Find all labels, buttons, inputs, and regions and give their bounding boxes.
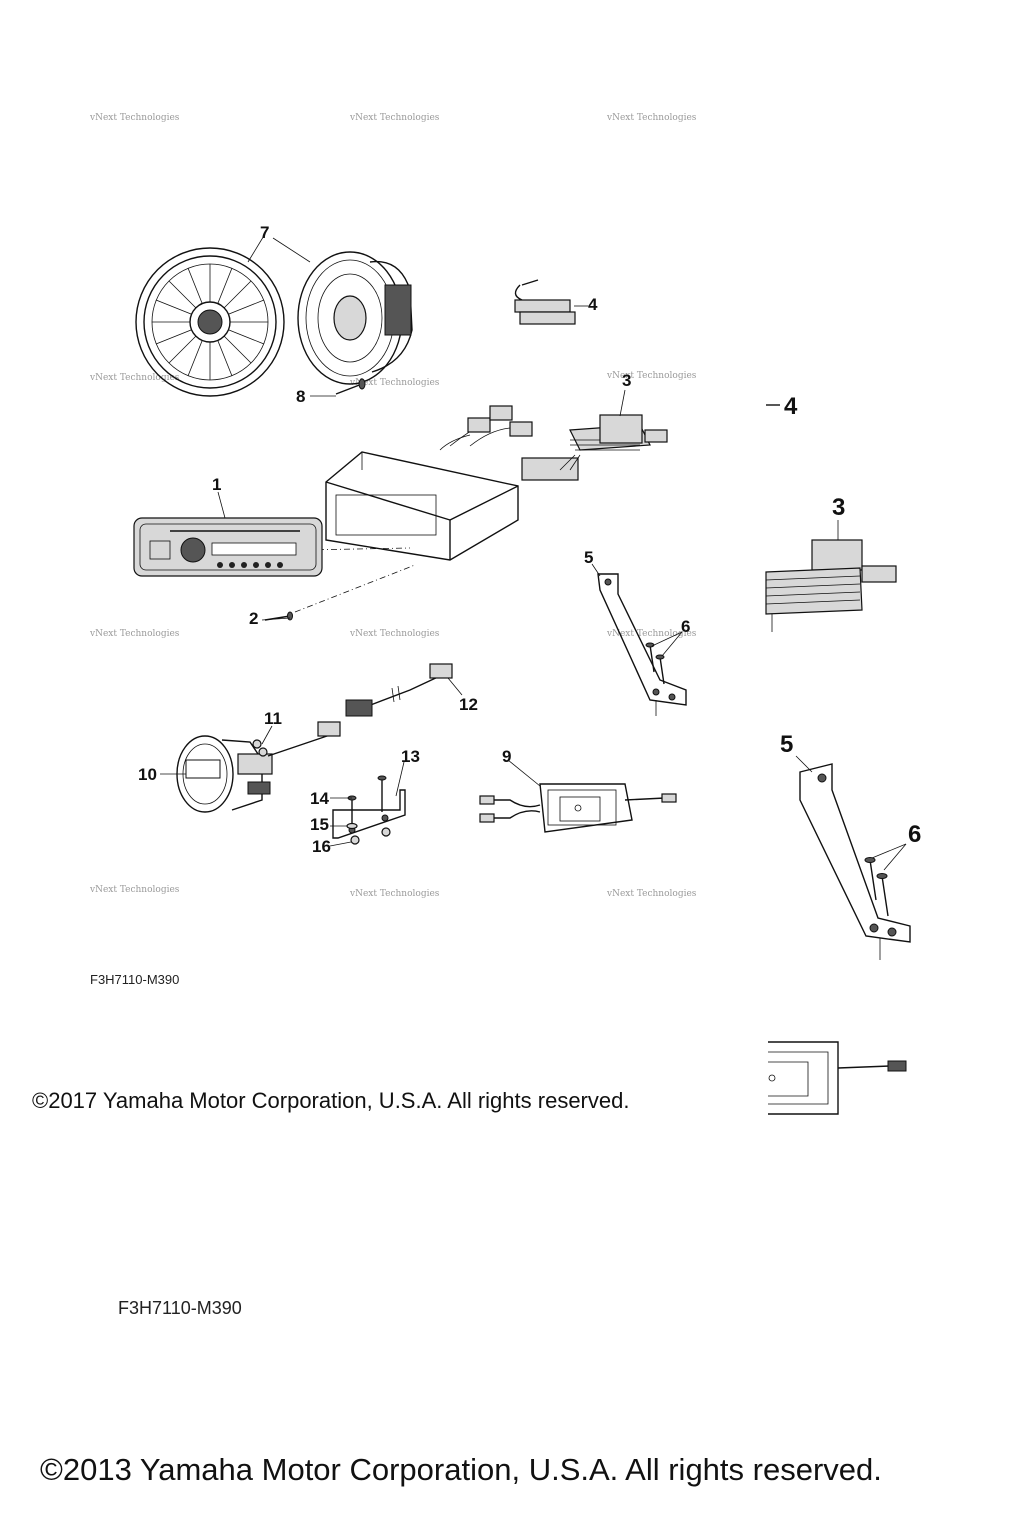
callout-11: 11 [264, 709, 282, 728]
callout-6: 6 [681, 617, 690, 636]
copyright-2017: ©2017 Yamaha Motor Corporation, U.S.A. A… [32, 1088, 630, 1113]
wire-harness [521, 414, 668, 481]
detail-bracket [795, 755, 911, 960]
watermark: vNext Technologies [89, 373, 180, 383]
nut-16 [350, 827, 391, 845]
watermark: vNext Technologies [89, 113, 180, 123]
callout-5: 5 [584, 548, 593, 567]
callout-10: 10 [138, 765, 157, 784]
callout-1: 1 [212, 475, 221, 494]
radio-sleeve [304, 405, 533, 561]
detail-callout-6: 6 [908, 821, 921, 848]
speaker-grille [135, 247, 285, 397]
mounting-bracket [597, 573, 687, 716]
watermarks: vNext Technologies vNext Technologies vN… [89, 113, 697, 899]
copyright-2013: ©2013 Yamaha Motor Corporation, U.S.A. A… [40, 1452, 882, 1487]
bracket-screws [645, 642, 665, 685]
callout-8: 8 [296, 387, 305, 406]
speaker-screw [335, 378, 366, 395]
detail-screws [864, 843, 907, 917]
drawing-code-small: F3H7110-M390 [90, 972, 180, 987]
stereo-head-unit [133, 517, 323, 577]
washer-15 [346, 822, 358, 830]
amplifier [479, 783, 677, 833]
detail-callout-4: 4 [784, 393, 798, 420]
callout-9: 9 [502, 747, 511, 766]
watermark: vNext Technologies [349, 889, 440, 899]
nuts-11 [252, 739, 268, 757]
watermark: vNext Technologies [89, 885, 180, 895]
callout-16: 16 [312, 837, 331, 856]
detail-callout-3: 3 [832, 494, 845, 521]
watermark: vNext Technologies [606, 629, 697, 639]
watermark: vNext Technologies [89, 629, 180, 639]
callout-3: 3 [622, 371, 631, 390]
callout-2: 2 [249, 609, 258, 628]
leader-lines [160, 233, 683, 847]
watermark: vNext Technologies [349, 629, 440, 639]
fuse-holder [514, 279, 576, 325]
callout-4: 4 [588, 295, 598, 314]
watermark: vNext Technologies [606, 889, 697, 899]
callout-13: 13 [401, 747, 420, 766]
bracket-13 [332, 775, 406, 839]
watermark: vNext Technologies [349, 113, 440, 123]
drawing-code-large: F3H7110-M390 [118, 1298, 242, 1318]
callout-7: 7 [260, 223, 269, 242]
callout-15: 15 [310, 815, 329, 834]
usb-cable [267, 663, 453, 757]
remote-display [176, 735, 273, 813]
detail-amplifier [768, 1041, 907, 1115]
speaker [297, 251, 413, 385]
callouts: 7 4 3 8 1 5 2 6 12 11 10 13 9 14 15 16 [138, 223, 690, 856]
callout-14: 14 [310, 789, 329, 808]
watermark: vNext Technologies [606, 371, 697, 381]
callout-12: 12 [459, 695, 478, 714]
detail-callout-5: 5 [780, 731, 793, 758]
detail-harness [765, 520, 897, 632]
watermark: vNext Technologies [349, 378, 440, 388]
detail-overlay: 4 3 5 6 [765, 393, 921, 1115]
watermark: vNext Technologies [606, 113, 697, 123]
